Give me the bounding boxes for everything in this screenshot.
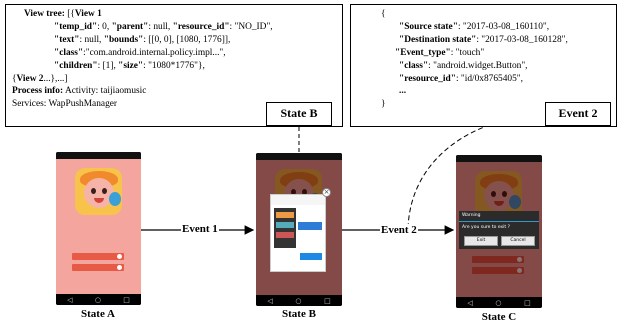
state-b-caption: State B (282, 308, 316, 320)
code-token: View tree: (24, 9, 65, 19)
code-line: "Destination state": "2017-03-08_160128"… (357, 34, 610, 47)
state-b-tag: State B (266, 102, 332, 126)
app-mascot-icon (75, 168, 122, 215)
code-line: ... (357, 85, 610, 98)
ad-header (271, 195, 325, 205)
home-icon[interactable]: ○ (94, 295, 101, 304)
exit-button[interactable]: Exit (464, 236, 498, 246)
ad-cta-button[interactable] (300, 253, 322, 260)
code-token: } (381, 99, 386, 110)
nav-bar: ◁ ○ □ (456, 297, 542, 308)
code-token: "resource_id" (172, 21, 230, 32)
code-token: "children" (54, 60, 98, 71)
code-line: "class": "android.widget.Button", (357, 60, 610, 73)
code-token: : "2017-03-08_160110", (457, 21, 550, 32)
code-token: : [1], (97, 60, 119, 71)
code-line: "Source state": "2017-03-08_160110", (357, 21, 610, 34)
code-line: { (357, 8, 610, 21)
code-line: Process info: Activity: taijiaomusic (12, 85, 336, 98)
event-1-label: Event 1 (181, 223, 219, 235)
menu-button-1[interactable] (72, 253, 124, 260)
code-token: : null, (148, 21, 173, 32)
code-token: ...},...] (43, 73, 68, 84)
code-token: "Destination state" (399, 34, 477, 45)
code-line: "children": [1], "size": "1080*1776"}, (12, 60, 336, 73)
dialog-title: Warning (462, 213, 481, 218)
event-2-label: Event 2 (380, 224, 418, 236)
code-line: } (357, 98, 610, 111)
code-token: "Source state" (399, 21, 458, 32)
phone-state-a: ◁ ○ □ (56, 152, 141, 305)
dialog-message: Are you sure to exit ? (462, 225, 511, 230)
back-icon[interactable]: ◁ (467, 298, 473, 307)
code-token: View 1 (74, 9, 102, 19)
cancel-button[interactable]: Cancel (501, 236, 535, 246)
code-line: "Event_type": "touch" (357, 47, 610, 60)
app-home-screen (56, 159, 141, 294)
ad-screenshot-image (274, 208, 296, 248)
code-token: : "id/0x8765405", (455, 73, 523, 84)
code-token: "class" (54, 47, 84, 58)
dialog-divider (459, 221, 539, 222)
code-token: { (381, 9, 386, 19)
code-token: Activity: taijiaomusic (63, 86, 147, 97)
back-icon[interactable]: ◁ (267, 296, 273, 305)
code-token: : "touch" (450, 47, 485, 58)
code-token: : [[0, 0], [1080, 1776]], (143, 34, 231, 45)
code-token: "class" (399, 60, 429, 71)
status-bar (256, 153, 342, 160)
nav-bar: ◁ ○ □ (256, 295, 342, 306)
code-line: Services: WapPushManager (12, 98, 336, 111)
code-token: "bounds" (103, 34, 144, 45)
code-line: "class":"com.android.internal.policy.imp… (12, 47, 336, 60)
home-icon[interactable]: ○ (295, 296, 302, 305)
code-token: ... (399, 86, 407, 97)
code-line: "resource_id": "id/0x8765405", (357, 73, 610, 86)
code-token: : "android.widget.Button", (428, 60, 528, 71)
code-line: "temp_id": 0, "parent": null, "resource_… (12, 21, 336, 34)
phone-state-b: × ◁ ○ □ (256, 153, 342, 306)
code-token: : "1080*1776"}, (143, 60, 205, 71)
code-token: "temp_id" (54, 21, 98, 32)
ad-logo (298, 222, 322, 230)
state-a-caption: State A (81, 308, 115, 320)
code-token: "Event_type" (395, 47, 451, 58)
close-icon[interactable]: × (322, 188, 331, 197)
code-token: : 0, (97, 21, 112, 32)
code-line: {View 2...},...] (12, 73, 336, 86)
back-icon[interactable]: ◁ (67, 295, 73, 304)
code-token: :"com.android.internal.policy.impl...", (83, 47, 226, 58)
recents-icon[interactable]: □ (324, 296, 331, 305)
code-token: "resource_id" (399, 73, 456, 84)
code-token: { (12, 73, 17, 84)
code-line: View tree: [{View 1 (12, 8, 336, 21)
code-token: "size" (118, 60, 144, 71)
menu-button-2[interactable] (72, 264, 124, 271)
code-token: Process info: (12, 86, 64, 97)
code-token: : "NO_ID", (229, 21, 273, 32)
code-token: : "2017-03-08_160128", (476, 34, 568, 45)
recents-icon[interactable]: □ (524, 298, 531, 307)
code-token: "parent" (111, 21, 149, 32)
code-token: "text" (54, 34, 80, 45)
code-token: : null, (79, 34, 104, 45)
status-bar (456, 155, 542, 162)
status-bar (56, 152, 141, 159)
nav-bar: ◁ ○ □ (56, 294, 141, 305)
state-c-caption: State C (481, 311, 517, 323)
home-icon[interactable]: ○ (495, 298, 502, 307)
ad-popup[interactable]: × (270, 188, 331, 272)
code-token: View 2 (16, 73, 44, 84)
event-2-tag: Event 2 (545, 102, 611, 126)
phone-state-c: Warning Are you sure to exit ? Exit Canc… (456, 155, 542, 308)
exit-dialog: Warning Are you sure to exit ? Exit Canc… (459, 211, 539, 249)
code-line: "text": null, "bounds": [[0, 0], [1080, … (12, 34, 336, 47)
recents-icon[interactable]: □ (123, 295, 130, 304)
code-token: Services: WapPushManager (12, 99, 118, 110)
code-token: [{ (64, 9, 75, 19)
